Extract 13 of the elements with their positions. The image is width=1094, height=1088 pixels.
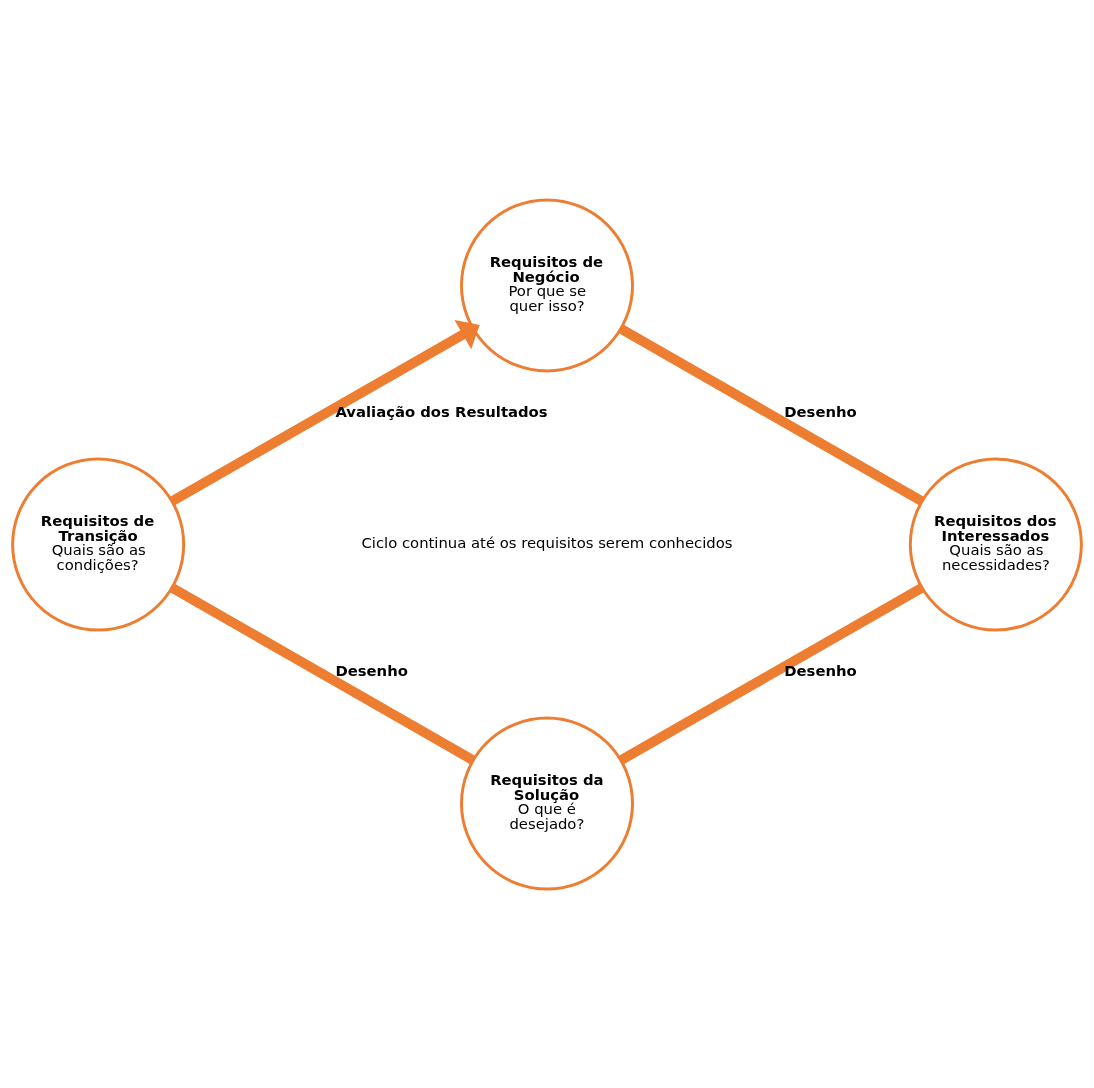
connector — [169, 583, 476, 764]
node-circle: Requisitos dos Interessados Quais são as necessidades? — [908, 457, 1083, 631]
connector — [618, 583, 925, 764]
node-circle: Requisitos da Solução O que é desejado? — [460, 716, 634, 891]
node-circle: Requisitos de Transição Quais são as condições? — [11, 457, 186, 631]
connector — [618, 323, 925, 505]
edge-label: Desenho — [784, 402, 857, 420]
label: Ciclo continua até os requisitos serem conhecidos — [361, 533, 733, 551]
node-circle: Requisitos de Negócio Por que se quer isso? — [460, 197, 634, 372]
edge-label: Desenho — [784, 661, 857, 679]
edge-label: Avaliação dos Resultados — [335, 402, 548, 420]
arrow — [169, 319, 480, 505]
edge-label: Desenho — [335, 661, 408, 679]
